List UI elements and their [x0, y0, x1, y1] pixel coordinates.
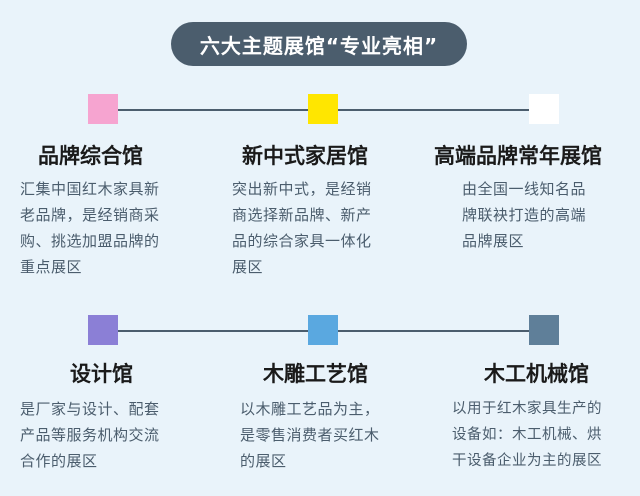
hall-title-brand: 品牌综合馆: [38, 144, 143, 168]
hall-title-machinery: 木工机械馆: [484, 362, 589, 386]
color-swatch-woodcarving-hall: [308, 315, 338, 345]
hall-title-premium: 高端品牌常年展馆: [434, 144, 602, 168]
desc-line: 产品等服务机构交流: [20, 426, 160, 444]
desc-line: 突出新中式，是经销: [232, 180, 372, 198]
desc-line: 由全国一线知名品: [462, 180, 587, 198]
desc-line: 以木雕工艺品为主，: [240, 400, 380, 418]
hall-desc-new-chinese: 突出新中式，是经销 商选择新品牌、新产 品的综合家具一体化 展区: [232, 176, 417, 280]
desc-line: 购、挑选加盟品牌的: [20, 232, 160, 250]
desc-line: 重点展区: [20, 258, 83, 276]
desc-line: 是厂家与设计、配套: [20, 400, 160, 418]
desc-line: 设备如：木工机械、烘: [452, 427, 602, 443]
desc-line: 品牌展区: [462, 232, 525, 250]
color-swatch-brand-hall: [88, 94, 118, 124]
color-swatch-design-hall: [88, 315, 118, 345]
desc-line: 以用于红木家具生产的: [452, 401, 602, 417]
hall-desc-premium: 由全国一线知名品 牌联袂打造的高端 品牌展区: [462, 176, 627, 254]
color-swatch-machinery-hall: [529, 315, 559, 345]
page-title: 六大主题展馆“专业亮相”: [171, 22, 467, 66]
color-swatch-premium-hall: [529, 94, 559, 124]
desc-line: 牌联袂打造的高端: [462, 206, 587, 224]
hall-title-woodcarving: 木雕工艺馆: [263, 362, 368, 386]
hall-desc-design: 是厂家与设计、配套 产品等服务机构交流 合作的展区: [20, 396, 205, 474]
hall-desc-brand: 汇集中国红木家具新 老品牌，是经销商采 购、挑选加盟品牌的 重点展区: [20, 176, 205, 280]
desc-line: 商选择新品牌、新产: [232, 206, 372, 224]
desc-line: 汇集中国红木家具新: [20, 180, 160, 198]
hall-title-new-chinese: 新中式家居馆: [242, 144, 368, 168]
hall-title-design: 设计馆: [70, 362, 133, 386]
desc-line: 是零售消费者买红木: [240, 426, 380, 444]
desc-line: 合作的展区: [20, 452, 98, 470]
desc-line: 干设备企业为主的展区: [452, 453, 602, 469]
desc-line: 展区: [232, 258, 264, 276]
desc-line: 的展区: [240, 452, 287, 470]
hall-desc-woodcarving: 以木雕工艺品为主， 是零售消费者买红木 的展区: [240, 396, 415, 474]
color-swatch-new-chinese-hall: [308, 94, 338, 124]
desc-line: 老品牌，是经销商采: [20, 206, 160, 224]
desc-line: 品的综合家具一体化: [232, 232, 372, 250]
hall-desc-machinery: 以用于红木家具生产的 设备如：木工机械、烘 干设备企业为主的展区: [452, 396, 637, 474]
